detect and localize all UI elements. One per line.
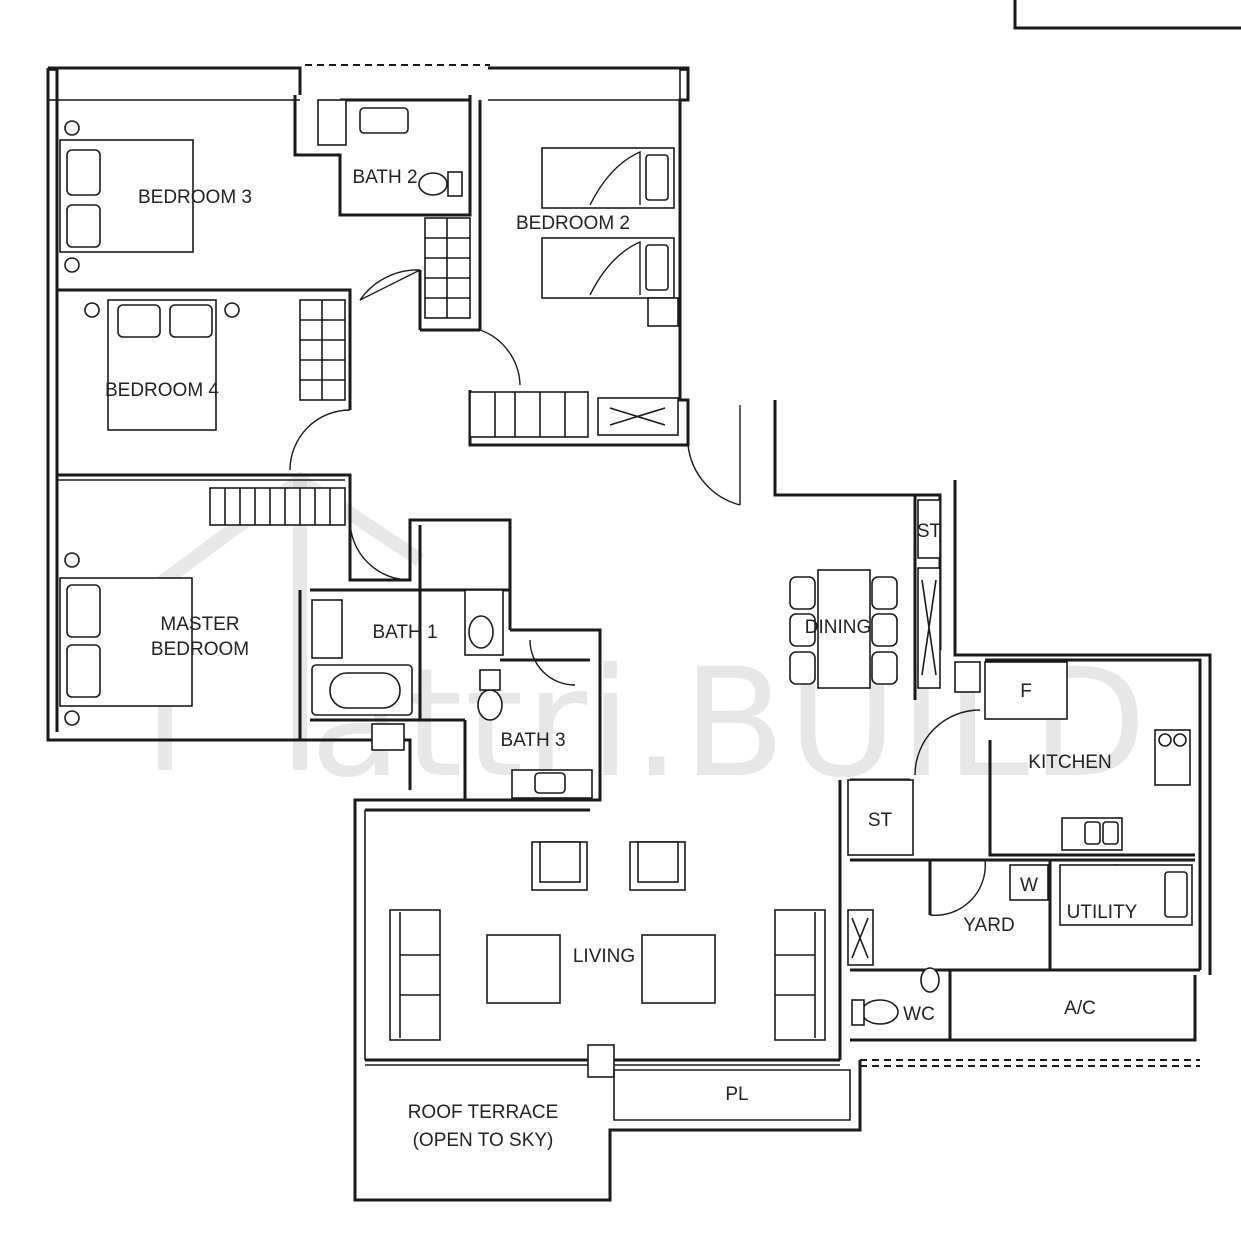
living-table-left [486, 934, 561, 1004]
bath2-shower [317, 99, 347, 146]
dining-table [817, 569, 871, 689]
adjacent-unit-frame [1013, 0, 1241, 30]
label-planter: PL [725, 1084, 748, 1105]
bath2-sink [359, 107, 409, 134]
label-yard: YARD [963, 915, 1014, 936]
master-wardrobe [209, 487, 346, 526]
label-washer: W [1020, 875, 1038, 896]
label-master-bedroom-line2: BEDROOM [151, 639, 249, 660]
label-roof-terrace-line1: ROOF TERRACE [408, 1102, 559, 1123]
label-bath-2: BATH 2 [352, 167, 417, 188]
bath2-toilet [418, 172, 448, 196]
bath3-toilet [477, 689, 503, 721]
bath1-sink [311, 599, 343, 659]
label-kitchen: KITCHEN [1028, 752, 1111, 773]
label-bedroom-3: BEDROOM 3 [138, 187, 252, 208]
living-sofa-right [774, 909, 826, 1041]
dining-store [917, 499, 941, 559]
label-dining: DINING [805, 617, 872, 638]
label-utility: UTILITY [1067, 902, 1138, 923]
label-bath-3: BATH 3 [500, 730, 565, 751]
terrace-column [587, 1044, 615, 1078]
label-store-lower: ST [868, 810, 893, 831]
kitchen-fridge [984, 661, 1068, 720]
label-bath-1: BATH 1 [372, 622, 437, 643]
label-bedroom-2: BEDROOM 2 [516, 213, 630, 234]
label-fridge: F [1020, 681, 1032, 702]
label-living: LIVING [573, 946, 635, 967]
wc-toilet [861, 999, 899, 1025]
label-ac: A/C [1064, 998, 1096, 1019]
label-bedroom-4: BEDROOM 4 [105, 380, 219, 401]
furniture [59, 99, 1193, 1121]
label-store-upper: ST [917, 521, 942, 542]
label-master-bedroom-line1: MASTER [160, 614, 239, 635]
yard-washer [1009, 864, 1049, 901]
living-table-right [641, 934, 716, 1004]
label-roof-terrace-line2: (OPEN TO SKY) [413, 1130, 554, 1151]
windows [47, 64, 1200, 1067]
bedroom2-storage [469, 391, 589, 438]
living-sofa-left [389, 909, 441, 1041]
room-labels: BEDROOM 3 BATH 2 BEDROOM 2 BEDROOM 4 MAS… [105, 167, 1138, 1151]
bath1-toilet [468, 615, 494, 649]
label-wc: WC [903, 1004, 935, 1025]
kitchen-store [847, 779, 914, 856]
